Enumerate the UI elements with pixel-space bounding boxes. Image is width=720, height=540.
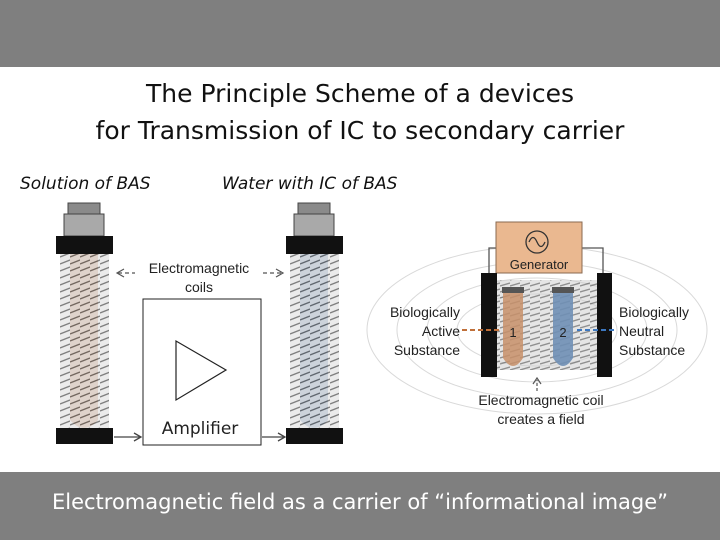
generator-box — [495, 221, 583, 274]
generator-wire-left — [488, 247, 496, 274]
neutral-substance-label: Biologically Neutral Substance — [619, 304, 690, 358]
active-substance-label: Biologically Active Substance — [389, 304, 460, 358]
left-coil-winding — [60, 254, 109, 428]
generator-wire-right — [582, 247, 604, 274]
left-arrowhead — [133, 432, 143, 442]
left-coil-assembly — [56, 202, 113, 444]
title-line-2: for Transmission of IC to secondary carr… — [95, 116, 625, 145]
generator-label: Generator — [509, 257, 569, 272]
coils-label: Electromagnetic coils — [148, 260, 250, 295]
sine-wave-icon — [525, 230, 549, 254]
field-label: Electromagnetic coil creates a field — [478, 392, 604, 427]
title-line-1: The Principle Scheme of a devices — [146, 79, 574, 108]
footer-caption: Electromagnetic field as a carrier of “i… — [51, 490, 669, 514]
tube-2-label: 2 — [559, 325, 567, 340]
right-coil-bottom-cap — [286, 428, 343, 444]
tube-2 — [553, 292, 573, 366]
right-coil-top-cap — [286, 236, 343, 254]
left-coil-top-cap — [56, 236, 113, 254]
subtitle-water: Water with IC of BAS — [222, 174, 398, 194]
left-coil-bottom-cap — [56, 428, 113, 444]
top-band — [0, 0, 720, 67]
tube-1 — [503, 292, 523, 366]
right-coil-winding — [290, 254, 339, 428]
left-field-plate — [481, 273, 497, 377]
tube-1-label: 1 — [509, 325, 517, 340]
bottom-band — [0, 472, 720, 540]
right-coil-assembly — [286, 202, 343, 444]
right-arrowhead — [277, 432, 287, 442]
amplifier-triangle-icon — [175, 339, 228, 402]
right-field-plate — [597, 273, 612, 377]
subtitle-solution: Solution of BAS — [20, 174, 151, 194]
amplifier-label: Amplifier — [161, 419, 239, 439]
